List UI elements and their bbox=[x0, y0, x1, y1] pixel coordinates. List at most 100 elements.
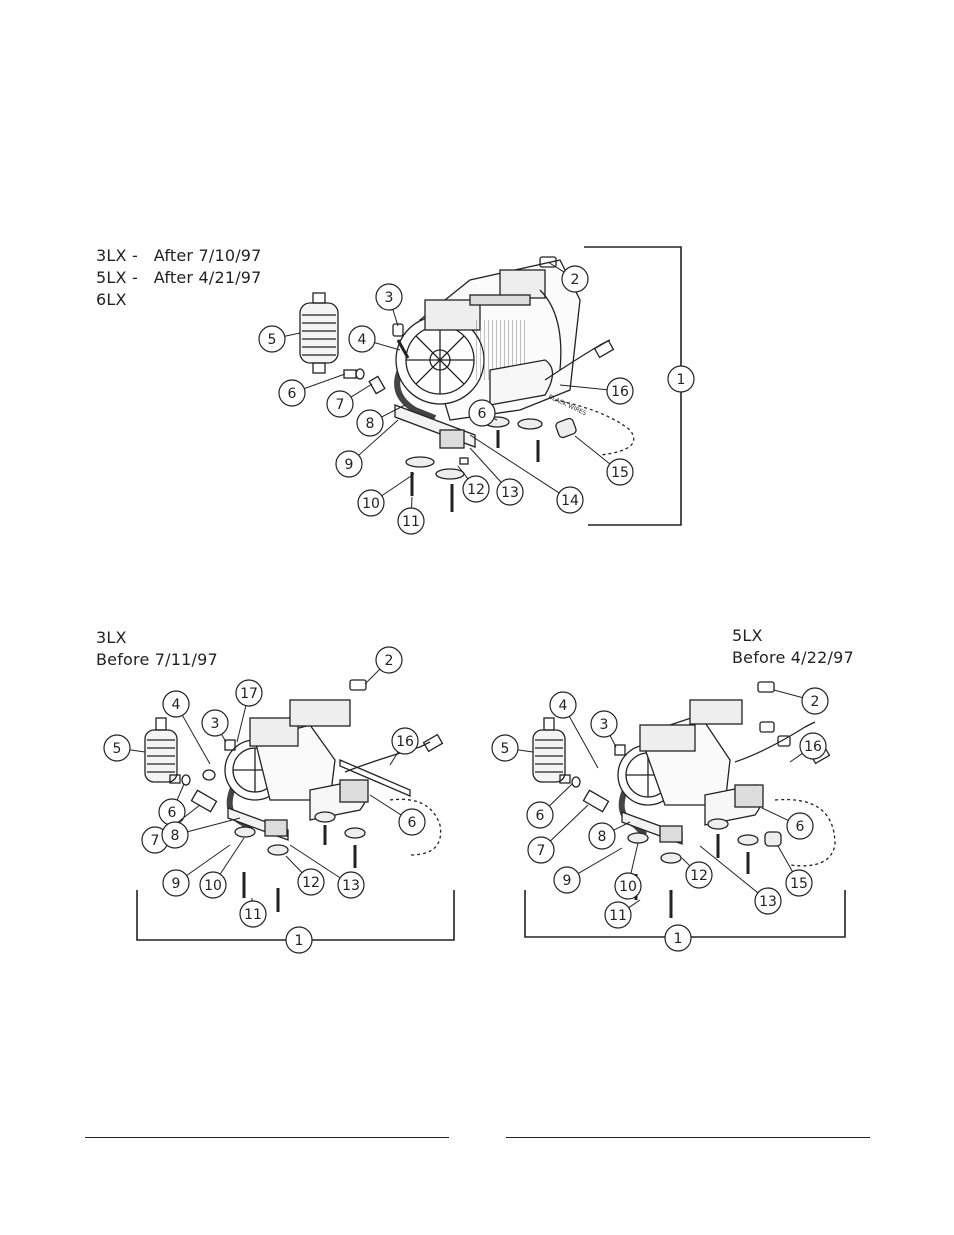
callout-circle bbox=[799, 732, 827, 760]
callout-circle bbox=[685, 861, 713, 889]
callout-number: 4 bbox=[358, 332, 367, 348]
callout-circle bbox=[199, 871, 227, 899]
callout-number: 12 bbox=[690, 868, 708, 884]
callout-number: 12 bbox=[467, 482, 485, 498]
leader-line bbox=[457, 465, 469, 480]
callout-circle bbox=[278, 379, 306, 407]
caption-top-line-2: 5LX - After 4/21/97 bbox=[96, 268, 262, 287]
footer-rule-right bbox=[506, 1137, 870, 1138]
leader-line bbox=[176, 783, 185, 801]
leader-line bbox=[221, 734, 227, 743]
caption-left-line-2: Before 7/11/97 bbox=[96, 650, 218, 669]
callout-number: 1 bbox=[677, 372, 686, 388]
leader-line bbox=[392, 309, 399, 327]
leader-line bbox=[181, 715, 211, 765]
caption-top: 3LX - After 7/10/97 5LX - After 4/21/97 … bbox=[96, 245, 262, 311]
leader-line bbox=[304, 373, 346, 390]
callout-number: 7 bbox=[336, 397, 345, 413]
callout-circle bbox=[357, 489, 385, 517]
leader-line bbox=[559, 384, 608, 391]
callout-number: 4 bbox=[559, 698, 568, 714]
callout-number: 6 bbox=[168, 805, 177, 821]
callout-number: 10 bbox=[204, 878, 222, 894]
leader-line bbox=[550, 804, 589, 842]
caption-top-line-1: 3LX - After 7/10/97 bbox=[96, 246, 262, 265]
callout-circle bbox=[391, 727, 419, 755]
callout-circle bbox=[549, 691, 577, 719]
callout-number: 5 bbox=[501, 741, 510, 757]
callout-number: 5 bbox=[268, 332, 277, 348]
callout-number: 11 bbox=[402, 514, 420, 530]
leader-line bbox=[773, 689, 803, 699]
caption-left: 3LX Before 7/11/97 bbox=[96, 627, 218, 671]
callout-circle bbox=[348, 325, 376, 353]
callout-number: 13 bbox=[501, 485, 519, 501]
left-exploded-view bbox=[136, 679, 455, 941]
callout-circle bbox=[162, 690, 190, 718]
leader-line bbox=[187, 817, 241, 833]
leader-line bbox=[350, 383, 373, 398]
callout-circle bbox=[491, 734, 519, 762]
leader-line bbox=[369, 794, 402, 816]
callout-circle bbox=[235, 679, 263, 707]
callout-number: 12 bbox=[302, 875, 320, 891]
leader-line bbox=[374, 342, 401, 351]
callout-number: 6 bbox=[408, 815, 417, 831]
leader-line bbox=[761, 807, 789, 821]
leader-line bbox=[284, 332, 301, 337]
callout-circle bbox=[526, 801, 554, 829]
leader-line bbox=[548, 783, 573, 807]
caption-right-line-1: 5LX bbox=[732, 626, 763, 645]
callout-circle bbox=[561, 265, 589, 293]
filter-part bbox=[299, 292, 339, 374]
leader-line bbox=[577, 847, 623, 874]
leader-line bbox=[381, 473, 415, 497]
leader-line bbox=[547, 261, 565, 273]
callout-number: 8 bbox=[171, 828, 180, 844]
callout-circle bbox=[285, 926, 313, 954]
caption-left-line-1: 3LX bbox=[96, 628, 127, 647]
leader-line bbox=[186, 844, 231, 876]
callout-number: 2 bbox=[811, 694, 820, 710]
leader-line bbox=[381, 404, 406, 418]
callout-circle bbox=[162, 869, 190, 897]
callout-circle bbox=[527, 836, 555, 864]
callout-number: 2 bbox=[571, 272, 580, 288]
leader-line bbox=[613, 821, 631, 831]
callout-number: 11 bbox=[244, 907, 262, 923]
callout-number: 13 bbox=[759, 894, 777, 910]
callout-circle bbox=[786, 812, 814, 840]
leader-line bbox=[630, 842, 639, 874]
callout-number: 16 bbox=[804, 739, 822, 755]
leader-line bbox=[219, 837, 245, 875]
leader-line bbox=[568, 716, 599, 769]
leader-line bbox=[574, 435, 611, 465]
leader-line bbox=[628, 899, 641, 909]
callout-number: 13 bbox=[342, 878, 360, 894]
callout-number: 17 bbox=[240, 686, 258, 702]
callout-circle bbox=[161, 821, 189, 849]
callout-circle bbox=[801, 687, 829, 715]
callout-number: 10 bbox=[362, 496, 380, 512]
leader-line bbox=[469, 434, 560, 494]
callout-number: 6 bbox=[796, 819, 805, 835]
callout-number: 11 bbox=[609, 908, 627, 924]
callout-number: 9 bbox=[563, 873, 572, 889]
callout-circle bbox=[258, 325, 286, 353]
callout-circle bbox=[556, 486, 584, 514]
callout-number: 5 bbox=[113, 741, 122, 757]
callout-number: 3 bbox=[385, 290, 394, 306]
callout-circle bbox=[326, 390, 354, 418]
callout-circle bbox=[667, 365, 695, 393]
callout-number: 1 bbox=[295, 933, 304, 949]
callout-number: 6 bbox=[478, 406, 487, 422]
callout-number: 15 bbox=[790, 876, 808, 892]
callout-number: 16 bbox=[611, 384, 629, 400]
caption-top-line-3: 6LX bbox=[96, 290, 127, 309]
wire-label: BLACK WIRES bbox=[547, 393, 587, 417]
leader-line bbox=[236, 705, 247, 743]
callout-circle bbox=[398, 808, 426, 836]
